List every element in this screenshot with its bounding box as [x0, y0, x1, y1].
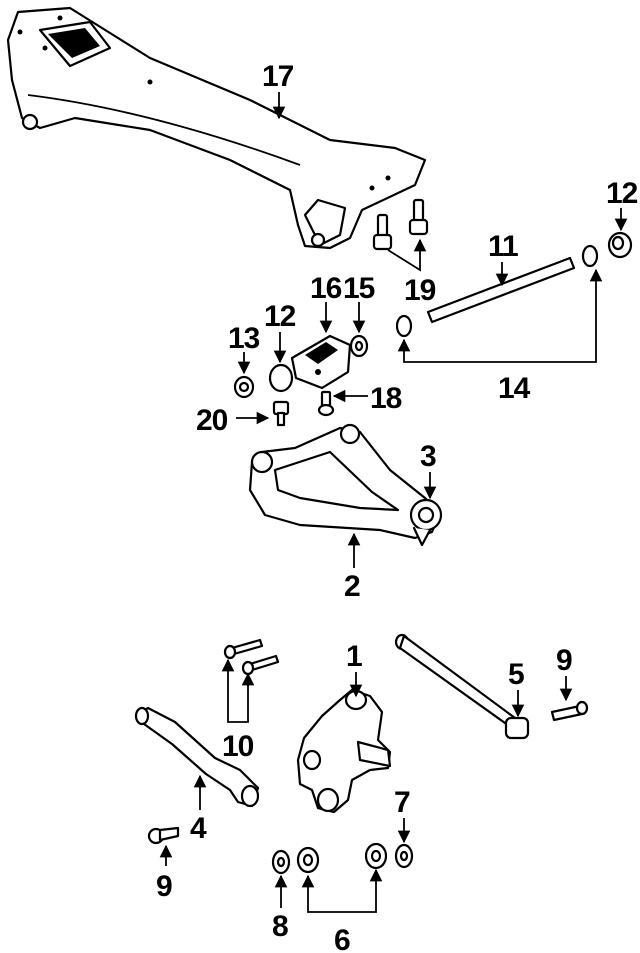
mount-bracket-part	[290, 334, 352, 390]
callout-1: 1	[346, 640, 362, 673]
callout-12-left: 12	[264, 300, 296, 333]
bolts-part-10	[223, 638, 280, 676]
leader-10	[221, 658, 255, 723]
callout-8: 8	[272, 910, 288, 943]
leader-6	[301, 868, 383, 913]
leader-14	[397, 268, 603, 363]
bushing-part-right	[607, 231, 633, 259]
leader-19	[387, 238, 427, 272]
callout-20: 20	[196, 404, 228, 437]
bolt-part-9-left	[147, 826, 180, 845]
callout-12-right: 12	[606, 177, 638, 210]
callout-2: 2	[344, 570, 360, 603]
callout-3: 3	[420, 440, 436, 473]
callout-9-left: 9	[156, 870, 172, 903]
callout-15: 15	[343, 272, 375, 305]
callout-13: 13	[228, 322, 260, 355]
nut-part-13	[233, 375, 255, 399]
bushings-part-6	[296, 842, 388, 874]
callout-18: 18	[370, 382, 402, 415]
callout-6: 6	[334, 924, 350, 953]
callout-16: 16	[310, 272, 342, 305]
callout-14: 14	[498, 372, 531, 405]
bushing-part-left	[268, 363, 294, 393]
washer-part-7	[394, 843, 414, 869]
callout-17: 17	[262, 60, 294, 93]
bolt-part-18	[317, 390, 335, 417]
callout-11: 11	[488, 230, 518, 263]
callout-4: 4	[190, 812, 207, 845]
callout-19: 19	[404, 274, 436, 307]
upper-control-arm-part	[248, 423, 443, 547]
callout-7: 7	[394, 786, 410, 819]
lower-link-arm-part	[134, 706, 260, 808]
trailing-rod-part	[394, 633, 530, 740]
washer-part-15	[349, 334, 369, 358]
bolt-part-9-right	[550, 700, 589, 722]
knuckle-part	[296, 688, 392, 814]
callout-5: 5	[508, 658, 524, 691]
stud-bolts-part	[372, 198, 429, 251]
callout-9-right: 9	[556, 644, 572, 677]
callout-10: 10	[222, 730, 254, 763]
bolt-part-20	[272, 400, 290, 427]
washer-part-8	[271, 849, 291, 875]
crossmember-part	[6, 6, 427, 250]
